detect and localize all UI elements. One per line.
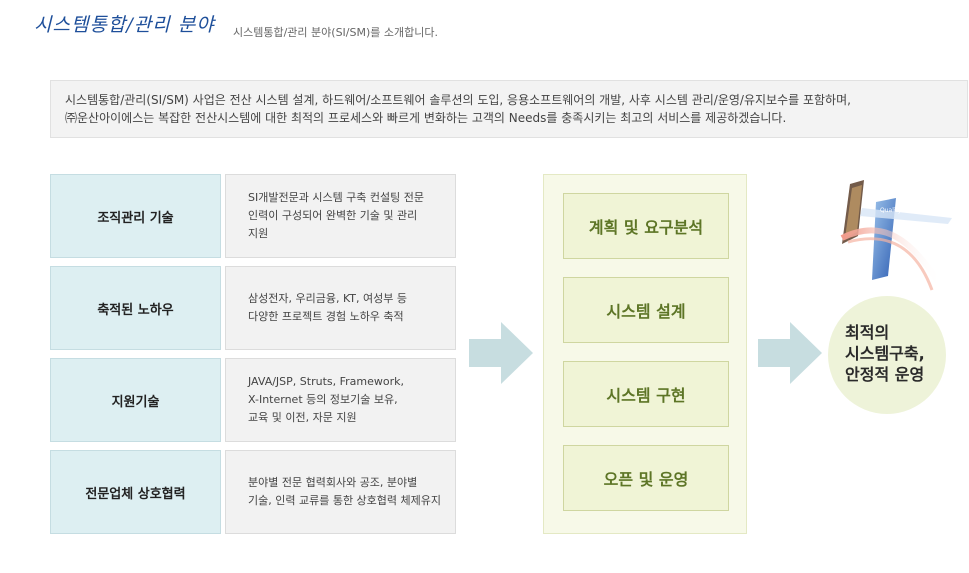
strength-desc: SI개발전문과 시스템 구축 컨설팅 전문 인력이 구성되어 완벽한 기술 및 … [225,174,456,258]
result-text: 최적의 시스템구축, 안정적 운영 [845,322,965,385]
strength-desc-line: 분야별 전문 협력회사와 공조, 분야별 [248,476,418,489]
process-step-build: 시스템 구현 [563,361,729,427]
intro-line-1: 시스템통합/관리(SI/SM) 사업은 전산 시스템 설계, 하드웨어/소프트웨… [65,93,851,107]
strength-desc-line: JAVA/JSP, Struts, Framework, [248,375,404,388]
strength-row-cooperation: 전문업체 상호협력 분야별 전문 협력회사와 공조, 분야별 기술, 인력 교류… [50,450,456,534]
strength-row-knowhow: 축적된 노하우 삼성전자, 우리금융, KT, 여성부 등 다양한 프로젝트 경… [50,266,456,350]
process-step-operate: 오픈 및 운영 [563,445,729,511]
intro-box: 시스템통합/관리(SI/SM) 사업은 전산 시스템 설계, 하드웨어/소프트웨… [50,80,968,138]
process-step-plan: 계획 및 요구분석 [563,193,729,259]
strength-desc-line: 기술, 인력 교류를 통한 상호협력 체제유지 [248,494,442,507]
strength-title: 조직관리 기술 [50,174,221,258]
strength-desc-line: 다양한 프로젝트 경험 노하우 축적 [248,310,404,323]
strength-desc-line: 교육 및 이전, 자문 지원 [248,411,357,424]
process-step-design: 시스템 설계 [563,277,729,343]
intro-line-2: ㈜운산아이에스는 복잡한 전산시스템에 대한 최적의 프로세스와 빠르게 변화하… [65,111,787,125]
strength-title: 전문업체 상호협력 [50,450,221,534]
page-subtitle: 시스템통합/관리 분야(SI/SM)를 소개합니다. [233,26,438,39]
strength-desc: JAVA/JSP, Struts, Framework, X-Internet … [225,358,456,442]
result-line: 최적의 [845,323,890,342]
strength-desc: 삼성전자, 우리금융, KT, 여성부 등 다양한 프로젝트 경험 노하우 축적 [225,266,456,350]
strength-row-organization: 조직관리 기술 SI개발전문과 시스템 구축 컨설팅 전문 인력이 구성되어 완… [50,174,456,258]
strength-title: 지원기술 [50,358,221,442]
logo-caption: Quality Tec [880,207,913,214]
result-circle [828,296,946,414]
strength-desc-line: 삼성전자, 우리금융, KT, 여성부 등 [248,292,407,305]
strength-desc-line: X-Internet 등의 정보기술 보유, [248,393,398,406]
strength-row-support-tech: 지원기술 JAVA/JSP, Struts, Framework, X-Inte… [50,358,456,442]
result-line: 시스템구축, [845,344,925,363]
quality-logo-graphic: Quality Tec [840,180,952,291]
arrow-right-icon [758,322,822,384]
strength-desc-line: 인력이 구성되어 완벽한 기술 및 관리 [248,209,418,222]
strength-desc-line: 지원 [248,227,269,240]
strength-title: 축적된 노하우 [50,266,221,350]
arrow-right-icon [469,322,533,384]
result-line: 안정적 운영 [845,365,925,384]
strength-desc-line: SI개발전문과 시스템 구축 컨설팅 전문 [248,191,425,204]
page-title: 시스템통합/관리 분야 [34,14,215,36]
strength-desc: 분야별 전문 협력회사와 공조, 분야별 기술, 인력 교류를 통한 상호협력 … [225,450,456,534]
process-panel: 계획 및 요구분석 시스템 설계 시스템 구현 오픈 및 운영 [543,174,747,534]
